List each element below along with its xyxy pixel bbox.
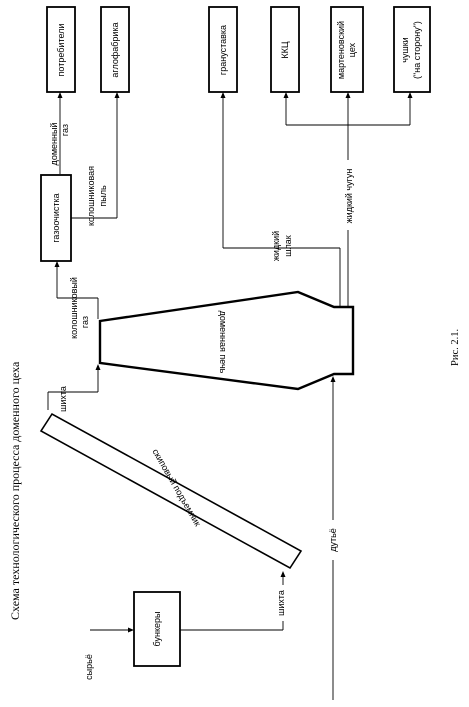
agglofactory-label: аглофабрика xyxy=(110,22,120,77)
top-dust-label-2: пыль xyxy=(98,185,108,207)
top-gas-label-2: газ xyxy=(80,316,90,328)
pigs-label-2: ("на сторону") xyxy=(412,21,422,79)
gas-cleaning-box: газоочистка xyxy=(40,174,72,262)
bunkers-label: бункеры xyxy=(152,612,162,647)
top-dust-label-1: колошниковая xyxy=(86,166,96,226)
open-hearth-shop-box: мартеновский цех xyxy=(330,6,364,93)
consumers-label: потребители xyxy=(56,24,66,77)
raw-material-label: сырьё xyxy=(84,654,94,680)
kkc-label: ККЦ xyxy=(280,41,290,58)
granulation-label: грануставка xyxy=(218,25,228,75)
diagram-title: Схема технологического процесса доменног… xyxy=(8,361,22,620)
figure-caption: Рис. 2.1. xyxy=(450,329,461,366)
open-hearth-label-2: цех xyxy=(347,42,357,57)
liquid-iron-label: жидкий чугун xyxy=(344,169,354,224)
top-gas-label-1: колошниковый xyxy=(69,277,79,339)
skip-hoist: скиповый подъемник xyxy=(39,412,303,570)
charge-label-bottom: шихта xyxy=(276,590,286,616)
kkc-box: ККЦ xyxy=(270,6,300,93)
blast-gas-label-1: доменный xyxy=(49,123,59,166)
granulation-box: грануставка xyxy=(208,6,238,93)
liquid-slag-label-2: шлак xyxy=(283,235,293,256)
agglofactory-box: аглофабрика xyxy=(100,6,130,93)
blast-gas-label-2: газ xyxy=(60,124,70,136)
pigs-box: чушки ("на сторону") xyxy=(393,6,431,93)
flow-lines xyxy=(47,92,413,700)
charge-label-top: шихта xyxy=(58,386,68,412)
flow-labels: сырьё шихта шихта дутьё колошниковый газ… xyxy=(49,123,356,686)
open-hearth-label-1: мартеновский xyxy=(336,21,346,79)
blast-furnace: доменная печь xyxy=(98,290,355,391)
bunkers-box: бункеры xyxy=(133,591,181,667)
blast-furnace-label: доменная печь xyxy=(218,311,228,374)
consumers-box: потребители xyxy=(46,6,76,93)
liquid-slag-label-1: жидкий xyxy=(271,231,281,261)
gas-cleaning-label: газоочистка xyxy=(51,193,61,242)
blast-label: дутьё xyxy=(328,528,338,552)
pigs-label-1: чушки xyxy=(400,37,410,62)
